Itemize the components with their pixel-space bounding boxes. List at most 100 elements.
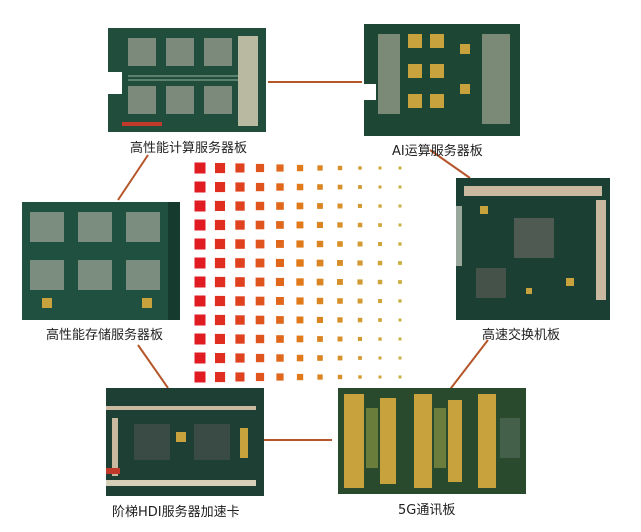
grid-square (255, 353, 265, 363)
grid-square (317, 184, 323, 190)
grid-square (316, 316, 323, 323)
pcb-board-icon (108, 28, 266, 132)
grid-square (276, 202, 284, 210)
grid-square (398, 261, 402, 265)
grid-square (378, 337, 382, 341)
grid-square (235, 258, 245, 268)
board-hdi-accel (106, 388, 264, 496)
grid-square (398, 185, 402, 189)
grid-square (194, 257, 206, 269)
board-switch (456, 178, 610, 320)
grid-square (296, 354, 304, 362)
pcb-board-icon (106, 388, 264, 496)
grid-square (255, 372, 265, 382)
grid-square (296, 164, 304, 172)
caption-storage-server: 高性能存储服务器板 (46, 328, 164, 343)
grid-square (214, 257, 226, 269)
grid-square (235, 220, 245, 230)
grid-square (316, 278, 324, 286)
grid-square (296, 335, 304, 343)
grid-square (255, 239, 265, 249)
grid-square (378, 318, 382, 322)
caption-ai-server: AI运算服务器板 (392, 144, 483, 159)
grid-square (316, 221, 323, 228)
grid-square (398, 280, 402, 284)
grid-square (296, 297, 304, 305)
pcb-board-icon (456, 178, 610, 320)
grid-square (276, 354, 284, 362)
grid-square (215, 163, 226, 174)
grid-square (235, 315, 245, 325)
grid-square (317, 355, 323, 361)
grid-square (337, 241, 343, 247)
grid-square (194, 276, 206, 288)
grid-square (255, 258, 265, 268)
grid-square (275, 258, 284, 267)
pcb-board-icon (22, 202, 180, 320)
grid-square (378, 356, 382, 360)
grid-square (276, 221, 284, 229)
grid-square (235, 334, 245, 344)
grid-square (317, 165, 323, 171)
grid-square (194, 238, 206, 250)
grid-square (214, 219, 226, 231)
grid-square (276, 335, 284, 343)
connector-line-hdi-storage (137, 344, 169, 389)
caption-hdi-accel: 阶梯HDI服务器加速卡 (112, 505, 240, 520)
grid-square (214, 333, 225, 344)
grid-square (337, 317, 343, 323)
grid-square (378, 223, 382, 227)
grid-square (276, 164, 284, 172)
grid-square (235, 353, 245, 363)
grid-square (357, 279, 363, 285)
grid-square (337, 336, 343, 342)
grid-square (378, 242, 383, 247)
grid-square (275, 277, 284, 286)
grid-square (255, 220, 265, 230)
connector-line-ai-switch (429, 149, 471, 179)
grid-square (215, 372, 226, 383)
grid-square (378, 299, 383, 304)
grid-square (378, 166, 382, 170)
grid-square (317, 336, 323, 342)
grid-square (214, 276, 226, 288)
grid-square (296, 278, 304, 286)
grid-square (398, 375, 402, 379)
grid-square (378, 375, 382, 379)
grid-square (337, 222, 343, 228)
grid-square (296, 221, 304, 229)
grid-square (296, 240, 304, 248)
grid-square (235, 277, 245, 287)
caption-hpc-server: 高性能计算服务器板 (130, 141, 248, 156)
grid-square (215, 353, 226, 364)
grid-square (357, 241, 363, 247)
grid-square (296, 373, 304, 381)
grid-square (337, 165, 343, 171)
grid-square (398, 223, 402, 227)
grid-square (398, 242, 402, 246)
board-5g (338, 388, 526, 494)
grid-square (194, 333, 206, 345)
grid-square (296, 259, 304, 267)
grid-square (235, 201, 245, 211)
grid-square (296, 316, 304, 324)
grid-square (357, 336, 362, 341)
grid-square (296, 202, 304, 210)
grid-square (235, 372, 245, 382)
grid-square (398, 337, 402, 341)
connector-line-storage-hpc (117, 154, 149, 201)
grid-square (194, 352, 206, 364)
grid-square (316, 240, 324, 248)
caption-switch: 高速交换机板 (482, 328, 561, 343)
grid-square (194, 181, 206, 193)
board-ai-server (364, 24, 520, 136)
grid-square (357, 260, 363, 266)
grid-square (358, 375, 362, 379)
grid-square (214, 200, 225, 211)
grid-square (377, 260, 383, 266)
grid-square (358, 356, 362, 360)
grid-square (255, 334, 265, 344)
grid-square (337, 203, 343, 209)
grid-square (255, 315, 265, 325)
